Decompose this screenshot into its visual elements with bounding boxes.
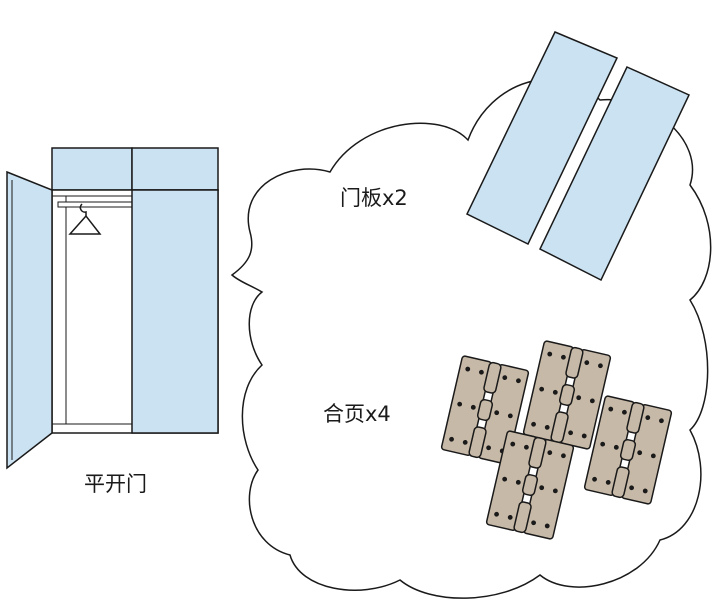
wardrobe-top-right-panel <box>131 147 219 191</box>
door-panel-2 <box>539 66 691 282</box>
wardrobe-top-left-panel <box>51 147 133 191</box>
hinge-icon <box>485 430 575 540</box>
hanger-icon <box>68 203 102 235</box>
wardrobe-right-door <box>131 189 219 434</box>
door-panel-1 <box>466 31 619 246</box>
hinge-label: 合页x4 <box>323 402 391 426</box>
door-panel-label: 门板x2 <box>340 186 408 210</box>
hinges <box>440 340 673 540</box>
door-panels <box>466 31 691 282</box>
wardrobe-label: 平开门 <box>84 472 147 496</box>
wardrobe-interior <box>65 195 133 425</box>
hanging-rod <box>57 201 133 208</box>
hinge-icon <box>522 340 612 450</box>
hinge-icon <box>583 395 673 505</box>
wardrobe <box>6 147 219 470</box>
wardrobe-open-door <box>6 170 53 470</box>
hinge-icon <box>440 355 530 465</box>
